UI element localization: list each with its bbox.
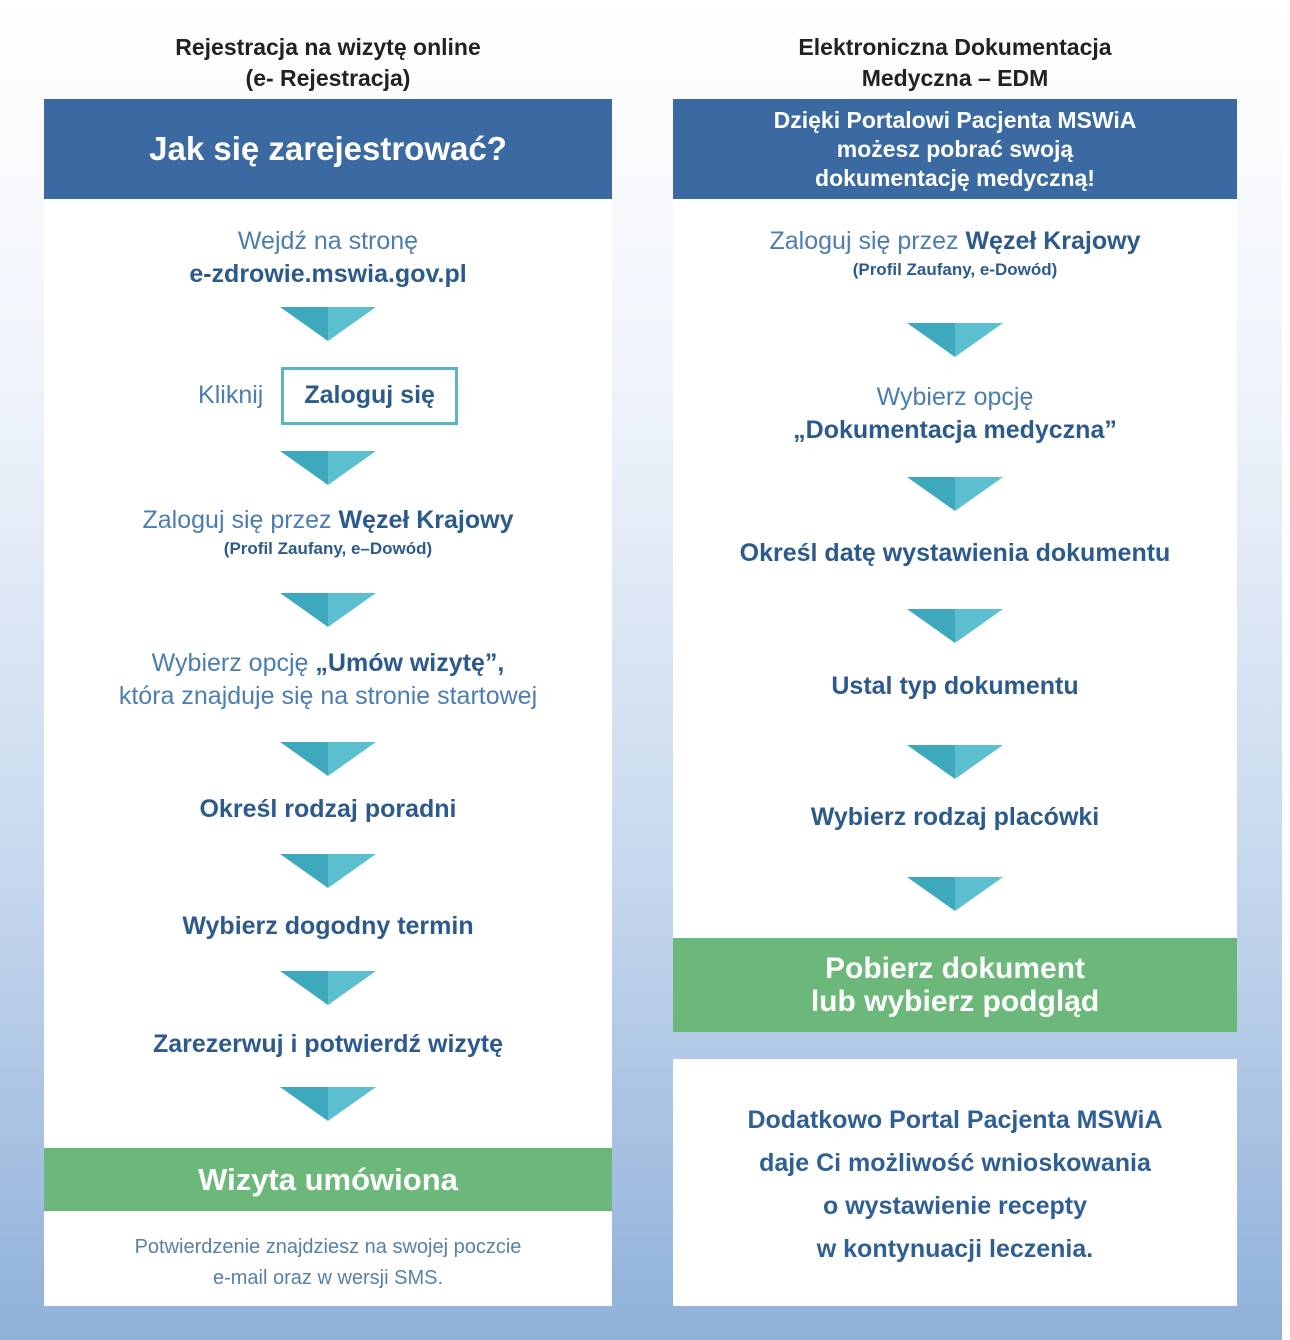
left-result-text: Wizyta umówiona: [198, 1161, 458, 1197]
right-step2-text: Wybierz opcję: [876, 383, 1034, 411]
left-step1-link: e-zdrowie.mswia.gov.pl: [44, 258, 612, 291]
left-step4-line2: która znajduje się na stronie startowej: [118, 682, 538, 710]
right-step5-text: Wybierz rodzaj placówki: [810, 803, 1100, 831]
left-step-7: Zarezerwuj i potwierdź wizytę: [44, 1028, 612, 1061]
arrow-down-icon: [280, 854, 376, 888]
left-heading-line1: Rejestracja na wizytę online: [175, 34, 481, 60]
right-result-line1: Pobierz dokument: [824, 952, 1086, 985]
note-line1: Potwierdzenie znajdziesz na swojej poczc…: [134, 1236, 522, 1258]
right-heading-line2: Medyczna – EDM: [861, 65, 1049, 91]
arrow-down-icon: [280, 1087, 376, 1121]
left-step2-text: Kliknij: [198, 381, 264, 409]
left-step-6: Wybierz dogodny termin: [44, 910, 612, 943]
left-step-2: Kliknij Zaloguj się: [44, 367, 612, 425]
arrow-down-icon: [280, 971, 376, 1005]
right-step-4: Ustal typ dokumentu: [673, 670, 1237, 703]
left-step-5: Określ rodzaj poradni: [44, 793, 612, 826]
right-extra-panel: Dodatkowo Portal Pacjenta MSWiA daje Ci …: [673, 1059, 1237, 1306]
left-step6-text: Wybierz dogodny termin: [182, 912, 474, 940]
left-step7-text: Zarezerwuj i potwierdź wizytę: [152, 1030, 504, 1058]
right-header-line1: Dzięki Portalowi Pacjenta MSWiA: [773, 106, 1137, 133]
left-panel: Jak się zarejestrować? Wejdź na stronę e…: [44, 99, 612, 1306]
left-step5-text: Określ rodzaj poradni: [199, 795, 457, 823]
arrow-down-icon: [280, 593, 376, 627]
login-button[interactable]: Zaloguj się: [281, 367, 458, 425]
left-step3-sub: (Profil Zaufany, e–Dowód): [223, 539, 433, 558]
right-step-1: Zaloguj się przez Węzeł Krajowy (Profil …: [673, 225, 1237, 282]
right-step1-sub: (Profil Zaufany, e-Dowód): [852, 260, 1058, 279]
left-step-4: Wybierz opcję „Umów wizytę”, która znajd…: [44, 647, 612, 713]
right-column-heading: Elektroniczna Dokumentacja Medyczna – ED…: [673, 32, 1237, 94]
left-step3-bold: Węzeł Krajowy: [338, 506, 514, 534]
left-step3-text: Zaloguj się przez: [142, 506, 339, 534]
left-result-box: Wizyta umówiona: [44, 1148, 612, 1211]
extra-line4: w kontynuacji leczenia.: [816, 1235, 1094, 1263]
arrow-down-icon: [280, 307, 376, 341]
right-heading-line1: Elektroniczna Dokumentacja: [798, 34, 1112, 60]
arrow-down-icon: [907, 745, 1003, 779]
note-line2: e-mail oraz w wersji SMS.: [212, 1267, 444, 1289]
extra-line3: o wystawienie recepty: [822, 1192, 1087, 1220]
extra-line1: Dodatkowo Portal Pacjenta MSWiA: [747, 1106, 1163, 1134]
arrow-down-icon: [907, 477, 1003, 511]
left-column-heading: Rejestracja na wizytę online (e- Rejestr…: [44, 32, 612, 94]
right-result-box: Pobierz dokument lub wybierz podgląd: [673, 938, 1237, 1032]
extra-info: Dodatkowo Portal Pacjenta MSWiA daje Ci …: [673, 1099, 1237, 1271]
left-step1-text: Wejdź na stronę: [237, 227, 419, 255]
arrow-down-icon: [280, 742, 376, 776]
right-result-line2: lub wybierz podgląd: [810, 985, 1100, 1018]
right-step4-text: Ustal typ dokumentu: [831, 672, 1079, 700]
right-step2-bold: „Dokumentacja medyczna”: [793, 416, 1117, 444]
right-panel-header: Dzięki Portalowi Pacjenta MSWiA możesz p…: [673, 99, 1237, 199]
right-step1-text: Zaloguj się przez: [769, 227, 966, 255]
right-step3-text: Określ datę wystawienia dokumentu: [739, 539, 1171, 567]
portal-link[interactable]: e-zdrowie.mswia.gov.pl: [189, 260, 467, 288]
right-step1-bold: Węzeł Krajowy: [965, 227, 1141, 255]
extra-line2: daje Ci możliwość wnioskowania: [759, 1149, 1151, 1177]
left-panel-header: Jak się zarejestrować?: [44, 99, 612, 199]
arrow-down-icon: [907, 609, 1003, 643]
arrow-down-icon: [280, 451, 376, 485]
left-confirmation-note: Potwierdzenie znajdziesz na swojej poczc…: [44, 1232, 612, 1294]
arrow-down-icon: [907, 877, 1003, 911]
left-step-1: Wejdź na stronę e-zdrowie.mswia.gov.pl: [44, 225, 612, 291]
right-step-2: Wybierz opcję „Dokumentacja medyczna”: [673, 381, 1237, 447]
right-header-line2: możesz pobrać swoją: [836, 135, 1074, 162]
left-step4-bold: „Umów wizytę”,: [315, 649, 505, 677]
arrow-down-icon: [907, 323, 1003, 357]
right-step-5: Wybierz rodzaj placówki: [673, 801, 1237, 834]
left-heading-line2: (e- Rejestracja): [245, 65, 411, 91]
left-step4-text: Wybierz opcję: [151, 649, 316, 677]
right-step-3: Określ datę wystawienia dokumentu: [673, 537, 1237, 570]
left-header-title: Jak się zarejestrować?: [149, 130, 507, 167]
right-panel: Dzięki Portalowi Pacjenta MSWiA możesz p…: [673, 99, 1237, 1032]
right-header-line3: dokumentację medyczną!: [815, 164, 1095, 191]
left-step-3: Zaloguj się przez Węzeł Krajowy (Profil …: [44, 504, 612, 561]
